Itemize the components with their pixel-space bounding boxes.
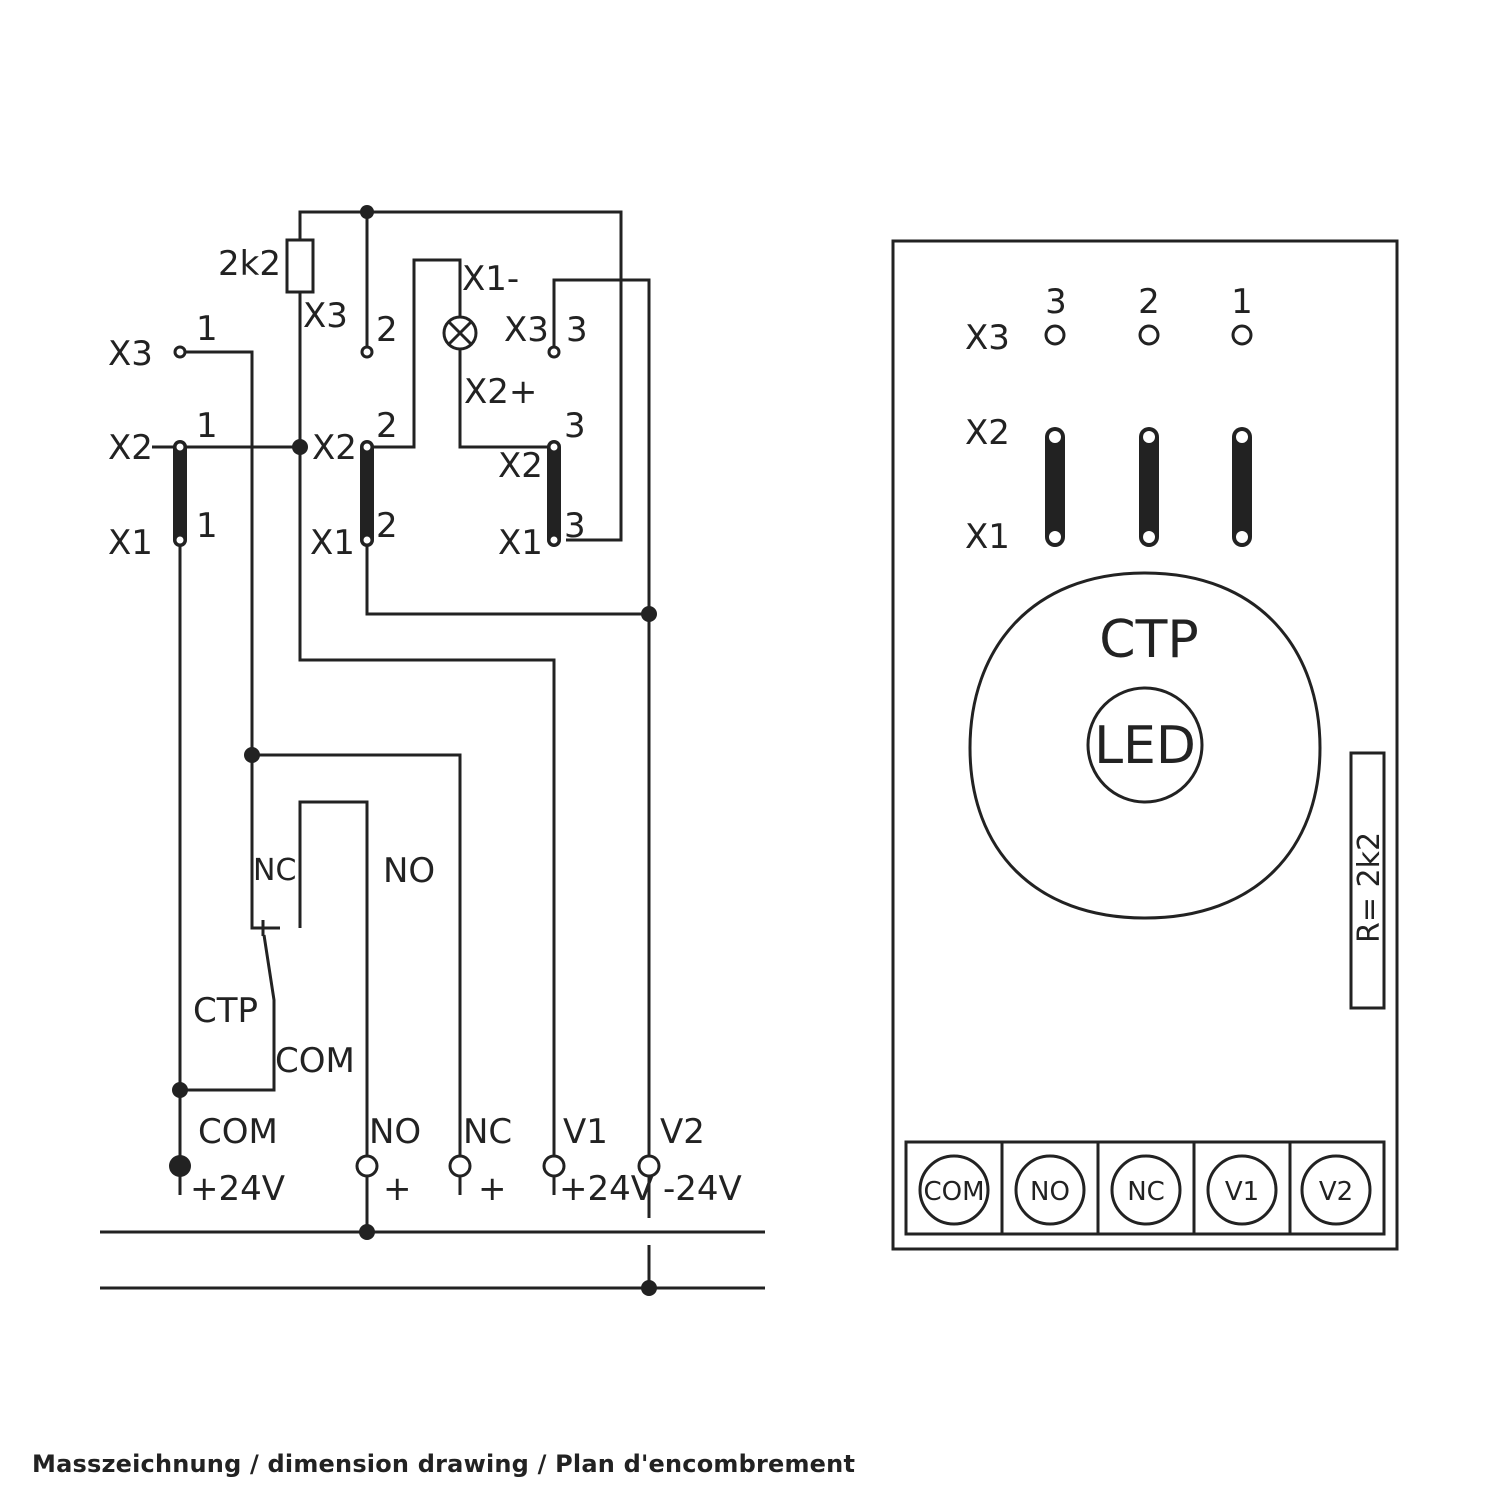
board-x3-pin-2 (1138, 324, 1160, 346)
terminal-block: COM NO NC V1 V2 (904, 1140, 1386, 1236)
x2-mid-pin: 2 (376, 406, 398, 446)
terminal-nc-polarity: + (478, 1169, 507, 1209)
board-pin-number-2: 2 (1138, 282, 1160, 322)
relay-com-label: COM (275, 1041, 355, 1081)
x1-mid-label: X1 (310, 523, 355, 563)
relay-nc-label: NC (253, 853, 296, 888)
x2-left-label: X2 (108, 428, 153, 468)
x2-right-pin: 3 (564, 406, 586, 446)
terminal-v1-label: V1 (563, 1112, 608, 1152)
board-resistor-text: R= 2k2 (1352, 832, 1387, 943)
x3-right-label: X3 (504, 310, 549, 350)
x3-mid-label: X3 (303, 296, 348, 336)
board-terminal-v2 (1300, 1154, 1372, 1226)
led-minus-label: X1- (462, 259, 519, 299)
pin-x3-3 (547, 345, 561, 359)
terminal-no-circle (355, 1154, 379, 1178)
resistor-2k2 (285, 238, 315, 294)
x1-left-label: X1 (108, 523, 153, 563)
relay-no-label: NO (383, 851, 435, 891)
board-terminal-v2-label: V2 (1319, 1177, 1353, 1207)
board-x2-label: X2 (965, 413, 1010, 453)
ctp-sensor-outline (968, 571, 1322, 920)
led-label: LED (1094, 716, 1196, 776)
x1-right-label: X1 (498, 523, 543, 563)
board-pin-number-3: 3 (1045, 282, 1067, 322)
terminal-v1-polarity: +24V (559, 1169, 654, 1209)
led-circle (1086, 686, 1204, 804)
board-terminal-no-label: NO (1030, 1177, 1070, 1207)
x2-mid-label: X2 (312, 428, 357, 468)
x3-left-label: X3 (108, 334, 153, 374)
board-terminal-nc (1110, 1154, 1182, 1226)
relay-ctp-label: CTP (193, 991, 258, 1031)
board-outline-drawing: 3 2 1 X3 X2 X1 CTP LED R= 2k2 (891, 239, 1399, 1251)
pin-x3-2 (360, 345, 374, 359)
board-terminal-v1-label: V1 (1225, 1177, 1259, 1207)
x3-mid-pin: 2 (376, 310, 398, 350)
terminal-nc-label: NC (463, 1112, 512, 1152)
board-terminal-nc-label: NC (1127, 1177, 1165, 1207)
resistor-label: 2k2 (218, 244, 281, 284)
x2-right-label: X2 (498, 446, 543, 486)
board-terminal-com-label: COM (923, 1177, 984, 1207)
pin-x3-1 (173, 345, 187, 359)
terminal-no-polarity: + (383, 1169, 412, 1209)
board-terminal-v1 (1206, 1154, 1278, 1226)
x1-left-pin: 1 (196, 506, 218, 546)
terminal-no-label: NO (369, 1112, 421, 1152)
board-x3-pin-1 (1231, 324, 1253, 346)
led-lamp-symbol (442, 315, 478, 351)
terminal-com-label: COM (198, 1112, 278, 1152)
ctp-label: CTP (1099, 610, 1198, 670)
terminal-com-dot (169, 1155, 191, 1177)
board-resistor (1349, 751, 1386, 1010)
x3-right-pin: 3 (566, 310, 588, 350)
board-x3-pin-3 (1044, 324, 1066, 346)
led-plus-label: X2+ (464, 372, 537, 412)
x3-left-pin: 1 (196, 309, 218, 349)
drawing-caption: Masszeichnung / dimension drawing / Plan… (32, 1450, 856, 1478)
wiring-schematic: 2k2 X3 2 X1- X3 3 X3 1 X2+ X2 1 X2 2 3 X… (100, 205, 765, 1296)
terminal-v2-label: V2 (660, 1112, 705, 1152)
x1-right-pin: 3 (564, 506, 586, 546)
board-pin-number-1: 1 (1231, 282, 1253, 322)
x1-mid-pin: 2 (376, 506, 398, 546)
terminal-com-polarity: +24V (190, 1169, 285, 1209)
board-x1-label: X1 (965, 517, 1010, 557)
terminal-v2-circle (637, 1154, 661, 1178)
x2-left-pin: 1 (196, 406, 218, 446)
terminal-v1-circle (542, 1154, 566, 1178)
board-x3-label: X3 (965, 318, 1010, 358)
terminal-nc-circle (448, 1154, 472, 1178)
board-terminal-com (918, 1154, 990, 1226)
terminal-v2-polarity: -24V (663, 1169, 742, 1209)
board-terminal-no (1014, 1154, 1086, 1226)
